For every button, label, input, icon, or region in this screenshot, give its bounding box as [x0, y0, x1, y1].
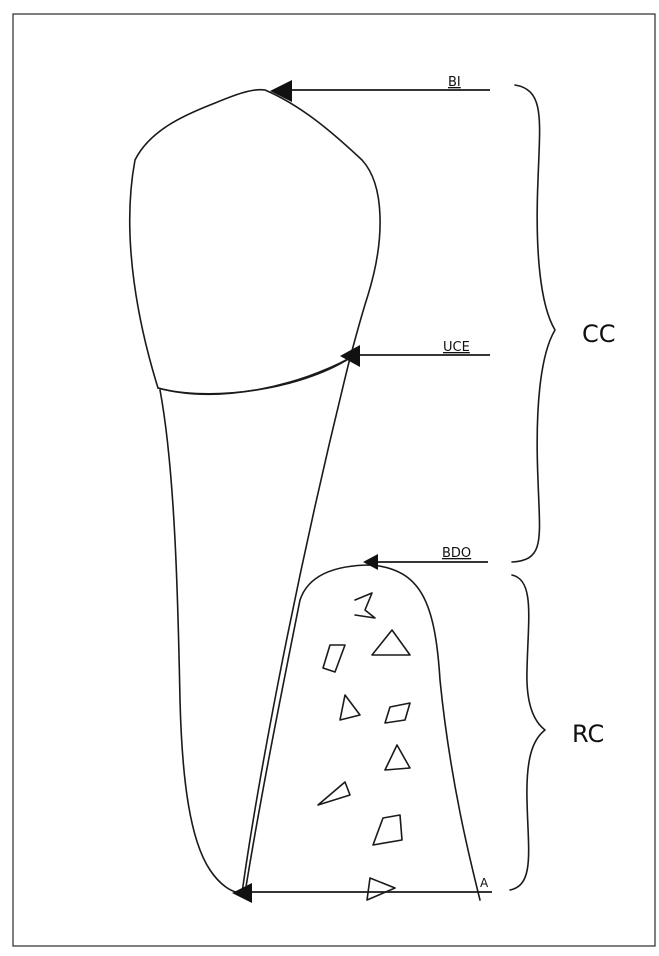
trabecular-mark — [318, 782, 350, 805]
cc-label: CC — [582, 320, 616, 348]
root-outline — [160, 358, 350, 893]
bdo-arrow-head — [363, 554, 378, 570]
trabecular-mark — [355, 593, 375, 618]
cc-bracket: CC — [512, 85, 616, 562]
uce-label: UCE — [443, 340, 470, 355]
cej-line — [158, 358, 350, 394]
cc-brace — [512, 85, 555, 562]
rc-brace — [510, 575, 545, 890]
uce-arrow-head — [340, 345, 360, 367]
trabecular-mark — [385, 745, 410, 770]
crown-outline — [130, 90, 380, 395]
trabecular-marks — [318, 593, 410, 900]
bi-arrow-head — [270, 80, 292, 102]
bone-region-outline — [245, 565, 480, 900]
uce-indicator: UCE — [340, 340, 490, 367]
trabecular-mark — [323, 645, 345, 672]
bi-indicator: BI — [270, 75, 490, 102]
trabecular-mark — [340, 695, 360, 720]
trabecular-mark — [385, 703, 410, 723]
trabecular-mark — [373, 815, 402, 845]
trabecular-mark — [372, 630, 410, 655]
trabecular-mark — [367, 878, 395, 900]
apex-arrow-head — [232, 883, 252, 903]
bi-label: BI — [448, 75, 461, 90]
apex-indicator: A — [232, 876, 492, 903]
apex-label: A — [480, 876, 489, 890]
rc-bracket: RC — [510, 575, 604, 890]
diagram-frame — [13, 14, 655, 946]
bdo-label: BDO — [442, 546, 471, 561]
rc-label: RC — [572, 720, 604, 748]
